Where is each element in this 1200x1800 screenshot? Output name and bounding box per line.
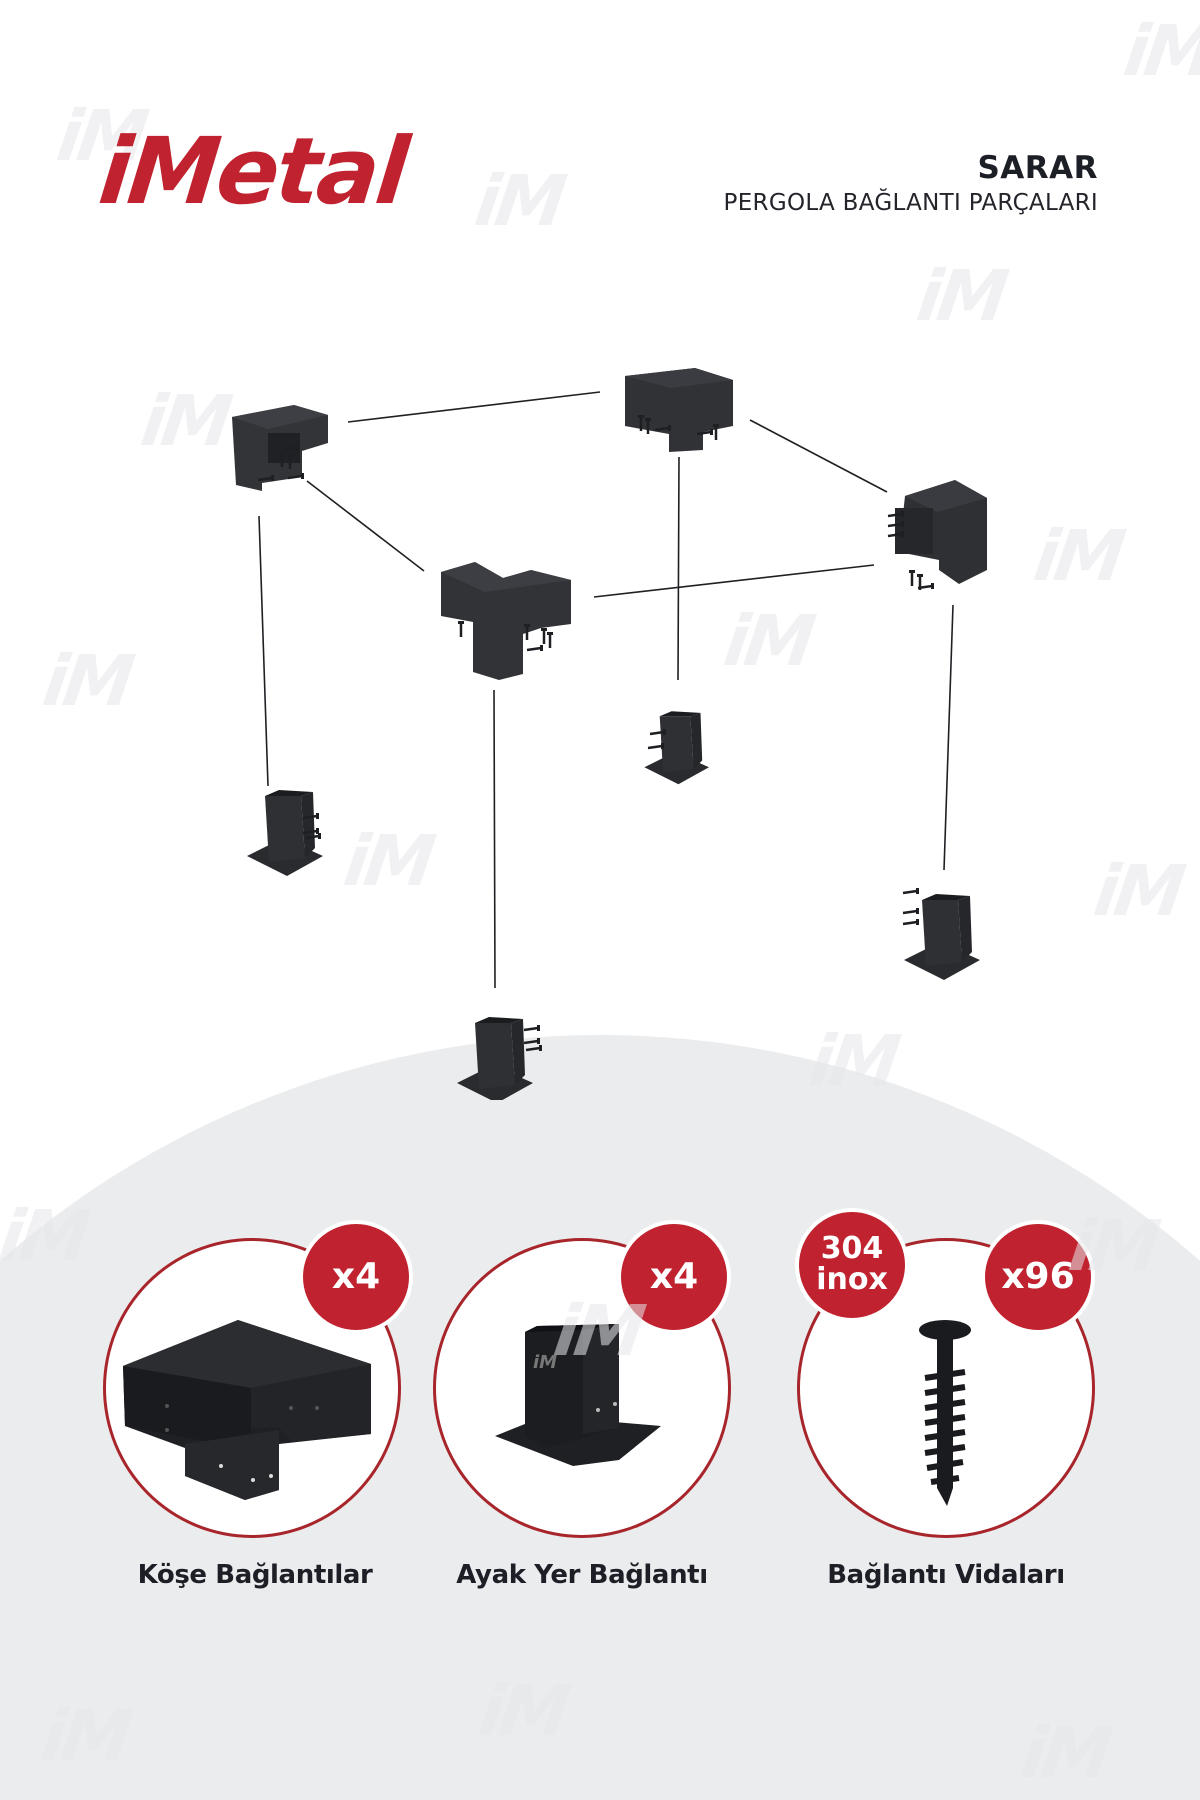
pergola-exploded-diagram bbox=[232, 368, 987, 1100]
brand-name: SARAR bbox=[977, 150, 1098, 186]
screw-icon bbox=[919, 1320, 971, 1506]
quantity-text: x4 bbox=[331, 1256, 381, 1297]
foot-connector-front bbox=[457, 1017, 533, 1100]
foot-connector-right bbox=[904, 894, 980, 980]
corner-connector-top-left bbox=[232, 405, 328, 491]
material-type-text: inox bbox=[816, 1262, 888, 1297]
imetal-logo: iMetal bbox=[94, 118, 410, 225]
page-subtitle: PERGOLA BAĞLANTI PARÇALARI bbox=[723, 190, 1098, 216]
corner-connector-icon bbox=[123, 1320, 371, 1500]
quantity-text: x4 bbox=[649, 1256, 699, 1297]
foot-base-plate-icon: iM bbox=[495, 1324, 661, 1466]
quantity-badge: x4 bbox=[617, 1220, 731, 1334]
corner-connector-right bbox=[895, 480, 987, 584]
frame-lines bbox=[258, 391, 954, 989]
material-badge: 304 inox bbox=[795, 1208, 909, 1322]
logo-m: M bbox=[122, 118, 223, 225]
material-grade-text: 304 bbox=[820, 1231, 884, 1267]
product-label-screws: Bağlantı Vidaları bbox=[827, 1560, 1065, 1590]
product-label-corner: Köşe Bağlantılar bbox=[137, 1560, 373, 1590]
quantity-badge: x4 bbox=[299, 1220, 413, 1334]
header-title: SARAR PERGOLA BAĞLANTI PARÇALARI bbox=[724, 150, 1098, 216]
svg-text:iM: iM bbox=[533, 1352, 557, 1373]
quantity-text: x96 bbox=[1001, 1256, 1075, 1297]
logo-rest: etal bbox=[211, 118, 411, 225]
corner-connector-top-back bbox=[625, 368, 733, 452]
product-label-foot: Ayak Yer Bağlantı bbox=[456, 1560, 708, 1590]
quantity-badge: x96 bbox=[981, 1220, 1095, 1334]
corner-connector-front bbox=[441, 562, 571, 680]
